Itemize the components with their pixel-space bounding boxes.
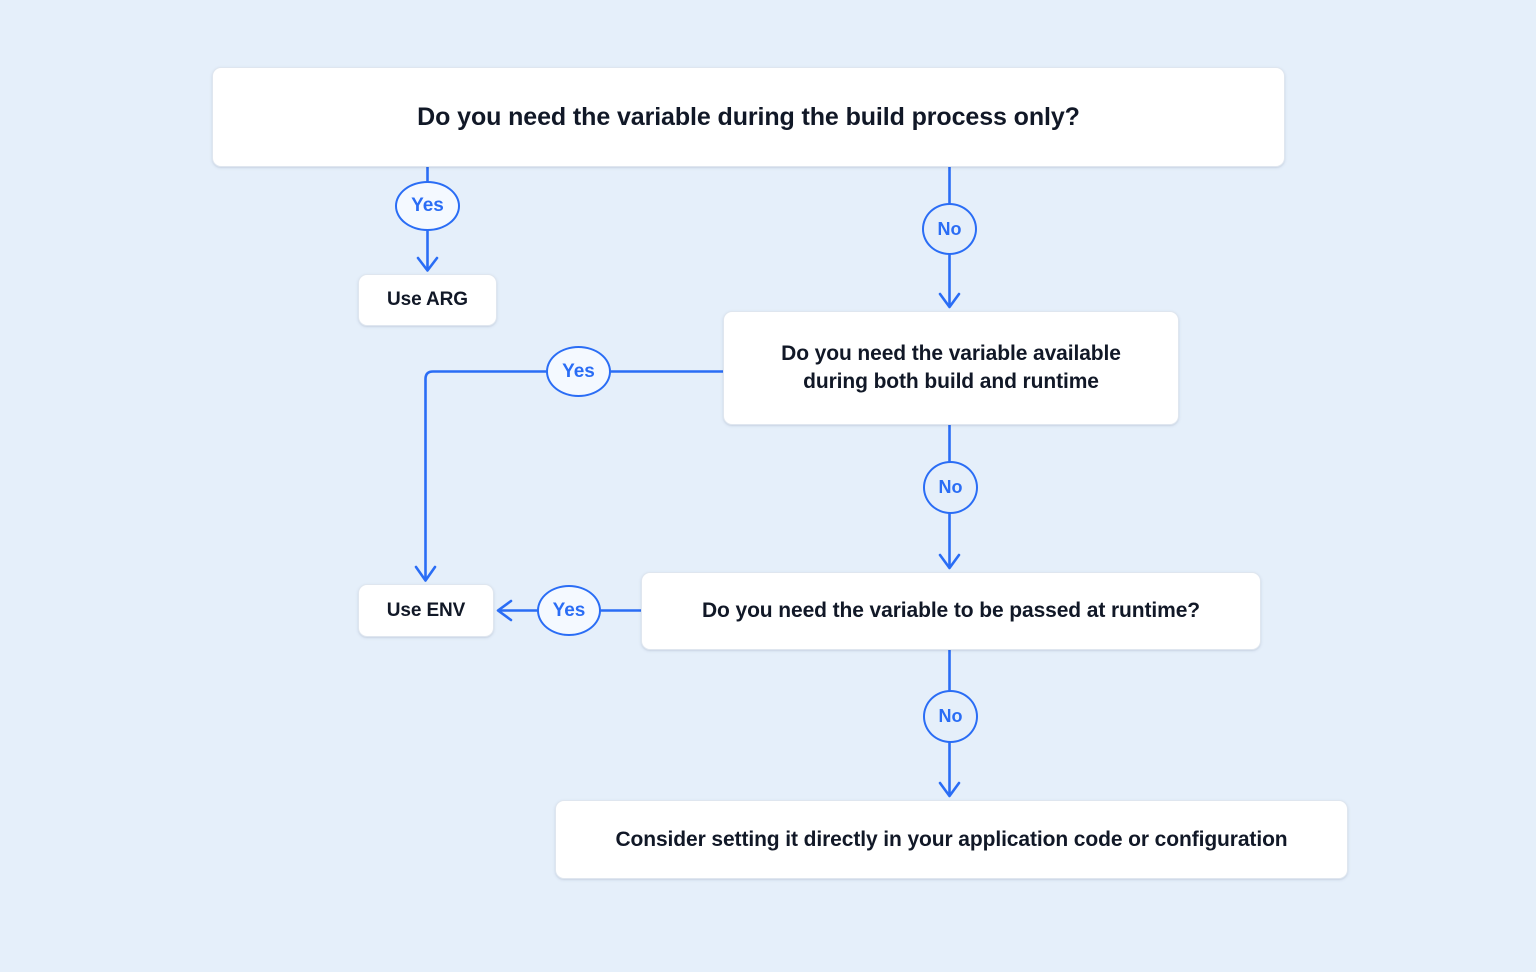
- node-question-build-process[interactable]: Do you need the variable during the buil…: [212, 67, 1285, 167]
- edge-label-no-build[interactable]: No: [922, 203, 977, 255]
- edge-label-no-runtime-text: No: [938, 706, 963, 726]
- edge-label-yes-build[interactable]: Yes: [395, 181, 460, 231]
- node-question-build-label: Do you need the variable during the buil…: [417, 102, 1080, 131]
- arrowhead-yes-runtime: [496, 599, 513, 622]
- node-question-both-line1: Do you need the variable available: [781, 342, 1121, 366]
- edge-label-no-runtime[interactable]: No: [923, 690, 978, 743]
- node-question-passed-at-runtime[interactable]: Do you need the variable to be passed at…: [641, 572, 1261, 650]
- node-use-arg-label: Use ARG: [387, 289, 468, 311]
- arrowhead-no-both: [938, 553, 961, 570]
- node-consider-application-code[interactable]: Consider setting it directly in your app…: [555, 800, 1348, 879]
- edge-label-no-both-text: No: [938, 477, 963, 497]
- edge-label-yes-runtime-text: Yes: [552, 599, 586, 621]
- edge-label-yes-runtime[interactable]: Yes: [537, 585, 601, 636]
- edge-label-yes-build-text: Yes: [411, 195, 444, 216]
- edge-label-yes-both[interactable]: Yes: [546, 346, 611, 397]
- node-use-env[interactable]: Use ENV: [358, 584, 494, 637]
- node-question-build-and-runtime[interactable]: Do you need the variable available during…: [723, 311, 1179, 425]
- node-question-both-label: Do you need the variable available during…: [765, 340, 1137, 395]
- arrowhead-yes-both: [414, 565, 437, 582]
- node-question-runtime-label: Do you need the variable to be passed at…: [701, 599, 1201, 623]
- edge-line-yes-both-path: [424, 370, 548, 580]
- edge-label-no-build-text: No: [937, 218, 962, 239]
- edge-label-yes-both-text: Yes: [562, 360, 595, 382]
- node-consider-label: Consider setting it directly in your app…: [615, 827, 1288, 851]
- arrowhead-no-build: [938, 292, 961, 309]
- node-question-both-line2: during both build and runtime: [803, 370, 1099, 393]
- arrowhead-no-runtime: [938, 781, 961, 798]
- edge-label-no-both[interactable]: No: [923, 461, 978, 514]
- node-use-arg[interactable]: Use ARG: [358, 274, 497, 326]
- node-use-env-label: Use ENV: [386, 599, 466, 621]
- arrowhead-yes-build: [416, 256, 439, 272]
